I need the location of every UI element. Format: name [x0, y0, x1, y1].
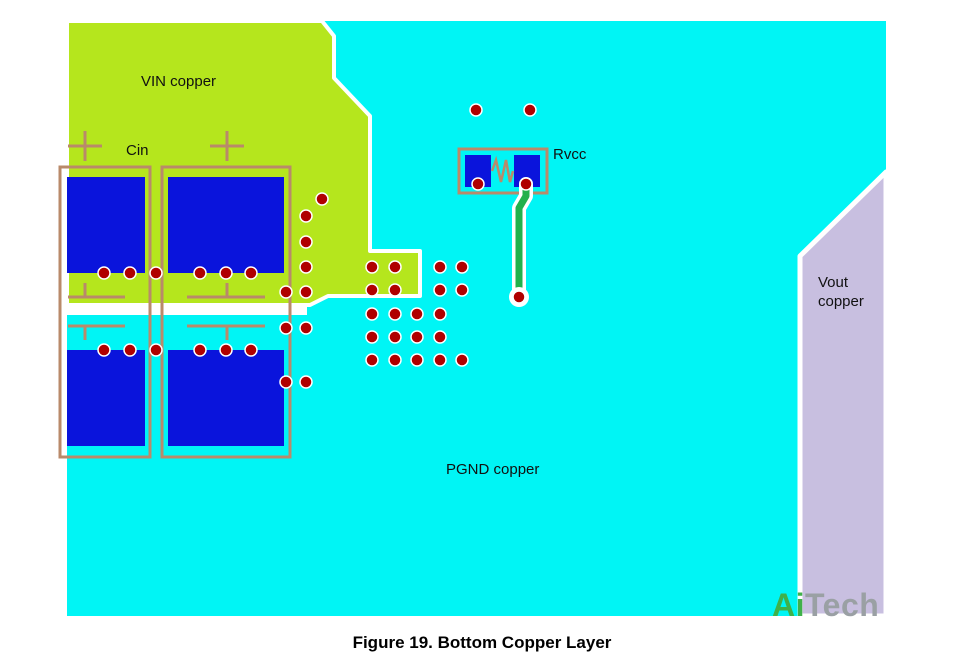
cin-outline: [160, 165, 292, 459]
vout-copper-region: [797, 169, 889, 619]
via: [123, 343, 137, 357]
via: [244, 266, 258, 280]
via: [299, 321, 313, 335]
via: [388, 260, 402, 274]
via: [471, 177, 485, 191]
via: [299, 235, 313, 249]
via: [97, 266, 111, 280]
via: [149, 343, 163, 357]
via: [410, 353, 424, 367]
via: [388, 283, 402, 297]
via: [519, 177, 533, 191]
via: [279, 285, 293, 299]
vout-copper-label-line1: Vout: [818, 274, 849, 291]
via-group: [97, 103, 537, 389]
via: [365, 353, 379, 367]
via: [299, 260, 313, 274]
via: [365, 283, 379, 297]
cin-pad: [67, 177, 145, 273]
via: [315, 192, 329, 206]
via: [433, 307, 447, 321]
clearance-gap: [67, 305, 307, 315]
via: [410, 307, 424, 321]
via: [433, 353, 447, 367]
rvcc-label: Rvcc: [553, 146, 587, 163]
pgnd-copper-label: PGND copper: [446, 461, 540, 478]
vout-copper-label-line2: copper: [818, 293, 864, 310]
cin-pad: [67, 350, 145, 446]
via: [299, 209, 313, 223]
via: [365, 260, 379, 274]
via: [388, 307, 402, 321]
via: [244, 343, 258, 357]
via: [388, 330, 402, 344]
via: [219, 266, 233, 280]
via: [279, 321, 293, 335]
via: [219, 343, 233, 357]
via: [455, 353, 469, 367]
aitech-watermark-logo: AiTech: [772, 587, 880, 623]
cin-label: Cin: [126, 142, 149, 159]
figure-caption: Figure 19. Bottom Copper Layer: [352, 633, 612, 652]
via: [433, 260, 447, 274]
via: [523, 103, 537, 117]
resistor-symbol: [490, 155, 515, 183]
via: [410, 330, 424, 344]
via: [149, 266, 163, 280]
via: [455, 260, 469, 274]
via: [433, 330, 447, 344]
via: [123, 266, 137, 280]
via: [365, 307, 379, 321]
polarity-marks: [68, 131, 265, 340]
rvcc-outline: [457, 147, 549, 195]
via: [97, 343, 111, 357]
via: [193, 343, 207, 357]
via: [193, 266, 207, 280]
via: [433, 283, 447, 297]
via: [512, 290, 526, 304]
via: [299, 285, 313, 299]
via: [469, 103, 483, 117]
cin-pad: [168, 177, 284, 273]
cin-pad: [168, 350, 284, 446]
cin-outline: [58, 165, 152, 459]
via: [388, 353, 402, 367]
vin-copper-label: VIN copper: [141, 73, 217, 90]
via: [455, 283, 469, 297]
via: [299, 375, 313, 389]
via: [365, 330, 379, 344]
via: [279, 375, 293, 389]
